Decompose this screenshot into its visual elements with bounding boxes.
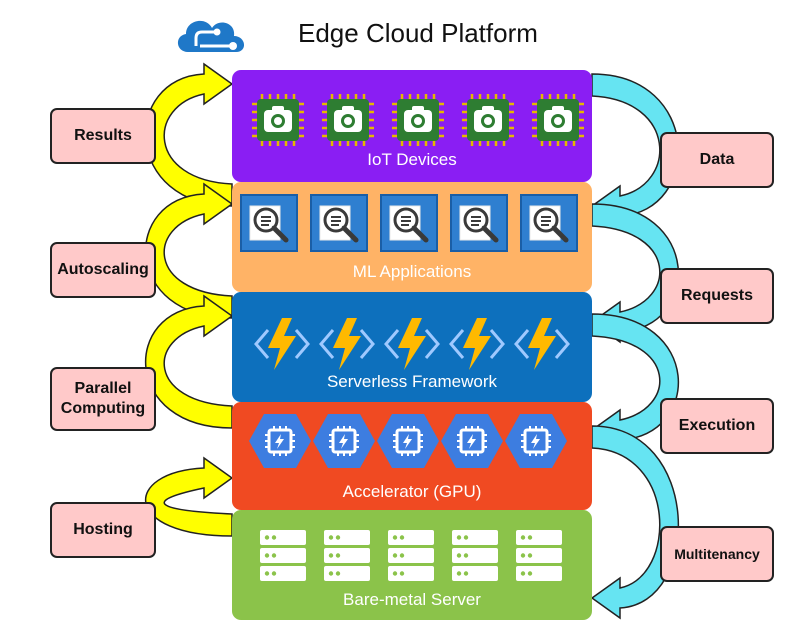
label-autoscaling: Autoscaling <box>50 242 156 298</box>
label-data: Data <box>660 132 774 188</box>
layer-iot-devices: IoT Devices <box>232 70 592 182</box>
layer-label: Bare-metal Server <box>343 590 481 609</box>
layer-serverless-framework: Serverless Framework <box>232 292 592 402</box>
gpu-chip-icon <box>248 412 312 475</box>
gpu-chip-icon <box>504 412 568 475</box>
gpu-chip-icon <box>312 412 376 475</box>
arrow-multitenancy <box>590 425 680 620</box>
label-parallel-computing: Parallel Computing <box>50 367 156 431</box>
document-search-icon <box>450 194 508 257</box>
arrow-results <box>144 62 234 207</box>
camera-chip-icon <box>460 92 516 153</box>
lightning-function-icon <box>447 316 507 377</box>
lightning-function-icon <box>317 316 377 377</box>
layer-label: Serverless Framework <box>326 372 498 391</box>
document-search-icon <box>380 194 438 257</box>
label-results: Results <box>50 108 156 164</box>
server-rack-icon <box>322 528 372 589</box>
page-title: Edge Cloud Platform <box>298 18 538 48</box>
server-rack-icon <box>514 528 564 589</box>
label-hosting: Hosting <box>50 502 156 558</box>
lightning-function-icon <box>382 316 442 377</box>
layer-label: Accelerator (GPU) <box>342 482 482 501</box>
document-search-icon <box>240 194 298 257</box>
layer-bare-metal-server: Bare-metal Server <box>232 510 592 620</box>
layer-accelerator-gpu: Accelerator (GPU) <box>232 402 592 510</box>
cloud-network-icon <box>177 20 245 52</box>
arrow-parallel-computing <box>144 294 234 429</box>
lightning-function-icon <box>512 316 572 377</box>
arrow-hosting <box>144 456 234 537</box>
camera-chip-icon <box>390 92 446 153</box>
server-rack-icon <box>386 528 436 589</box>
layer-label: ML Applications <box>352 262 472 281</box>
server-rack-icon <box>258 528 308 589</box>
document-search-icon <box>310 194 368 257</box>
arrow-autoscaling <box>144 182 234 319</box>
layer-ml-applications: ML Applications <box>232 182 592 292</box>
label-execution: Execution <box>660 398 774 454</box>
gpu-chip-icon <box>440 412 504 475</box>
lightning-function-icon <box>252 316 312 377</box>
label-requests: Requests <box>660 268 774 324</box>
layer-label: IoT Devices <box>367 150 457 169</box>
label-multitenancy: Multitenancy <box>660 526 774 582</box>
server-rack-icon <box>450 528 500 589</box>
gpu-chip-icon <box>376 412 440 475</box>
camera-chip-icon <box>530 92 586 153</box>
camera-chip-icon <box>250 92 306 153</box>
document-search-icon <box>520 194 578 257</box>
camera-chip-icon <box>320 92 376 153</box>
